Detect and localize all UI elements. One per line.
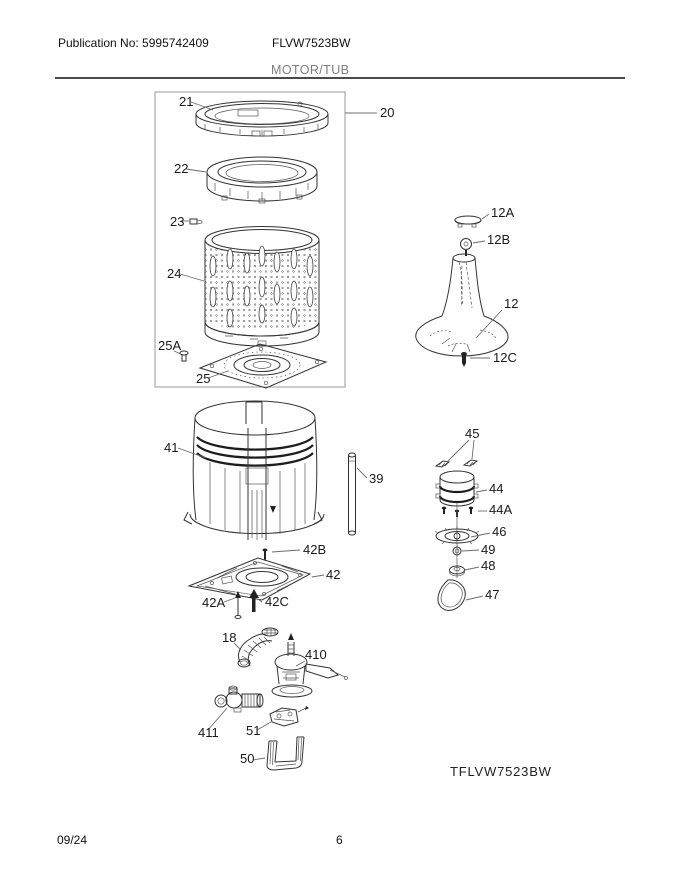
part-22-balance-ring: 22 [174, 156, 318, 204]
part-42A-bolt: 42A [202, 591, 242, 619]
part-49-nut: 49 [452, 542, 495, 557]
part-label-12B: 12B [487, 232, 510, 247]
part-47-belt: 47 [437, 579, 499, 611]
part-label-51: 51 [246, 723, 260, 738]
part-51-bracket: 51 [246, 706, 309, 738]
part-48-washer: 48 [449, 558, 495, 577]
part-label-49: 49 [481, 542, 495, 557]
part-24-wash-basket: 24 [167, 226, 320, 347]
diagram-watermark: TFLVW7523BW [450, 764, 552, 779]
part-42B-bolt: 42B [262, 542, 326, 561]
part-label-42A: 42A [202, 595, 225, 610]
part-39-rod: 39 [348, 452, 383, 536]
part-label-44A: 44A [489, 502, 512, 517]
part-label-410: 410 [305, 647, 327, 662]
part-label-39: 39 [369, 471, 383, 486]
part-label-41: 41 [164, 440, 178, 455]
part-label-45: 45 [465, 426, 479, 441]
part-12A-agitator-cap: 12A [454, 205, 514, 228]
header-rule [55, 77, 625, 79]
part-label-21: 21 [179, 94, 193, 109]
assembly-20-box: 20 [154, 91, 394, 388]
part-label-48: 48 [481, 558, 495, 573]
part-label-42C: 42C [265, 594, 289, 609]
part-41-outer-tub: 41 [164, 400, 325, 540]
part-label-42: 42 [326, 567, 340, 582]
part-44-motor: 44 [435, 470, 503, 507]
part-label-44: 44 [489, 481, 503, 496]
model-number: FLVW7523BW [272, 36, 351, 50]
part-25-drive-plate: 25 [196, 343, 328, 389]
footer-date: 09/24 [57, 833, 88, 847]
section-title: MOTOR/TUB [271, 63, 350, 77]
part-42C-bolt: 42C [249, 589, 289, 612]
part-label-23: 23 [170, 214, 184, 229]
part-label-25A: 25A [158, 338, 181, 353]
part-25A-screw: 25A [158, 338, 189, 362]
footer-page-number: 6 [336, 833, 343, 847]
part-label-411: 411 [198, 725, 219, 740]
part-label-22: 22 [174, 161, 188, 176]
part-12B-seal-nut: 12B [460, 232, 510, 256]
part-label-20: 20 [380, 105, 394, 120]
part-12C-bolt: 12C [461, 350, 517, 367]
part-45-clips: 45 [434, 426, 479, 468]
part-50-damper-bracket: 50 [240, 736, 305, 771]
part-label-12C: 12C [493, 350, 517, 365]
part-46-rotor: 46 [434, 524, 506, 545]
part-label-50: 50 [240, 751, 254, 766]
part-21-tub-cover: 21 [179, 94, 329, 137]
part-12-agitator: 12 [415, 253, 518, 357]
part-411-drain-pump: 411 [198, 685, 264, 740]
part-label-24: 24 [167, 266, 181, 281]
part-410-gearcase: 410 [271, 633, 348, 698]
part-18-hose: 18 [222, 627, 279, 668]
part-label-46: 46 [492, 524, 506, 539]
part-label-25: 25 [196, 371, 210, 386]
part-23-screw: 23 [170, 214, 203, 229]
part-label-18: 18 [222, 630, 236, 645]
publication-number: Publication No: 5995742409 [58, 36, 209, 50]
part-label-47: 47 [485, 587, 499, 602]
part-label-42B: 42B [303, 542, 326, 557]
part-44A-bolts: 44A [441, 502, 512, 517]
part-label-12: 12 [504, 296, 518, 311]
part-label-12A: 12A [491, 205, 514, 220]
